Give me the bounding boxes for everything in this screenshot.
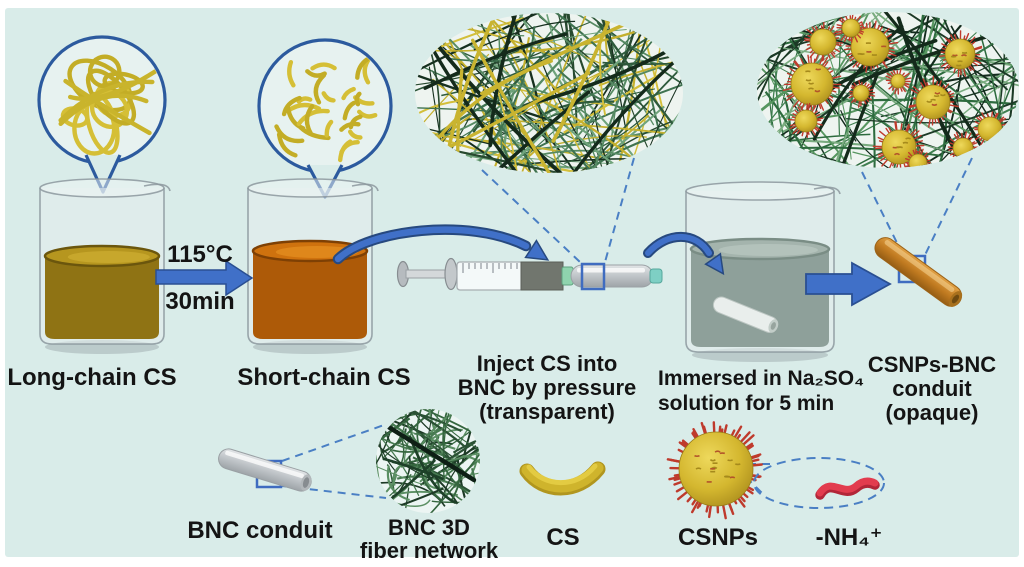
temperature-label: 115°C [167, 241, 233, 268]
inject-caption-line1: Inject CS into [476, 351, 618, 376]
legend-fiber-label: BNC 3D fiber network [354, 516, 504, 562]
long-chain-molecules-icon [58, 54, 159, 156]
heat-arrow-icon [155, 259, 254, 297]
cs-bnc-fiber-inset-oval [415, 13, 683, 173]
product-caption: CSNPs-BNC conduit (opaque) [862, 353, 1002, 425]
legend-nh4-label: -NH₄⁺ [815, 524, 883, 551]
legend-fiber-label-line1: BNC 3D [388, 515, 470, 540]
legend-bnc-conduit-label: BNC conduit [187, 517, 333, 544]
bnc-conduit-on-syringe-icon [570, 264, 663, 288]
magnifier-dashed-oval-icon [753, 457, 885, 509]
na2so4-beaker-icon [685, 181, 841, 362]
transfer-arrow-2-icon [643, 231, 725, 276]
immersion-caption: Immersed in Na₂SO₄ solution for 5 min [658, 366, 872, 416]
syringe-icon [396, 257, 663, 291]
legend-cs-icon [519, 461, 606, 496]
short-chain-inset-bubble [257, 38, 393, 199]
immersion-arrow-icon [805, 261, 892, 307]
product-caption-line1: CSNPs-BNC [867, 352, 997, 377]
legend-bnc-conduit-icon [218, 448, 312, 492]
product-caption-line2: conduit [892, 376, 972, 401]
long-chain-cs-label: Long-chain CS [7, 364, 177, 391]
inject-caption-line3: (transparent) [479, 399, 615, 424]
transfer-arrow-1-icon [332, 224, 550, 265]
legend-cs-label: CS [546, 524, 580, 551]
inject-caption-line2: BNC by pressure [457, 375, 637, 400]
long-chain-beaker-icon [39, 178, 171, 354]
product-caption-line3: (opaque) [885, 400, 979, 425]
csnps-bnc-conduit-icon [874, 237, 963, 307]
legend-csnp-icon [666, 421, 763, 520]
legend-fiber-label-line2: fiber network [359, 538, 499, 563]
immersion-caption-line1: Immersed in Na₂SO₄ [658, 367, 865, 390]
immersion-caption-line2: solution for 5 min [658, 392, 835, 415]
legend-nh4-icon [815, 477, 880, 500]
time-label: 30min [165, 288, 235, 315]
short-chain-beaker-icon [247, 178, 379, 354]
legend-csnps-label: CSNPs [677, 524, 759, 551]
short-chain-cs-label: Short-chain CS [237, 364, 411, 391]
short-chain-molecules-icon [274, 56, 378, 163]
inject-caption: Inject CS into BNC by pressure (transpar… [435, 352, 659, 424]
long-chain-inset-bubble [37, 35, 167, 194]
